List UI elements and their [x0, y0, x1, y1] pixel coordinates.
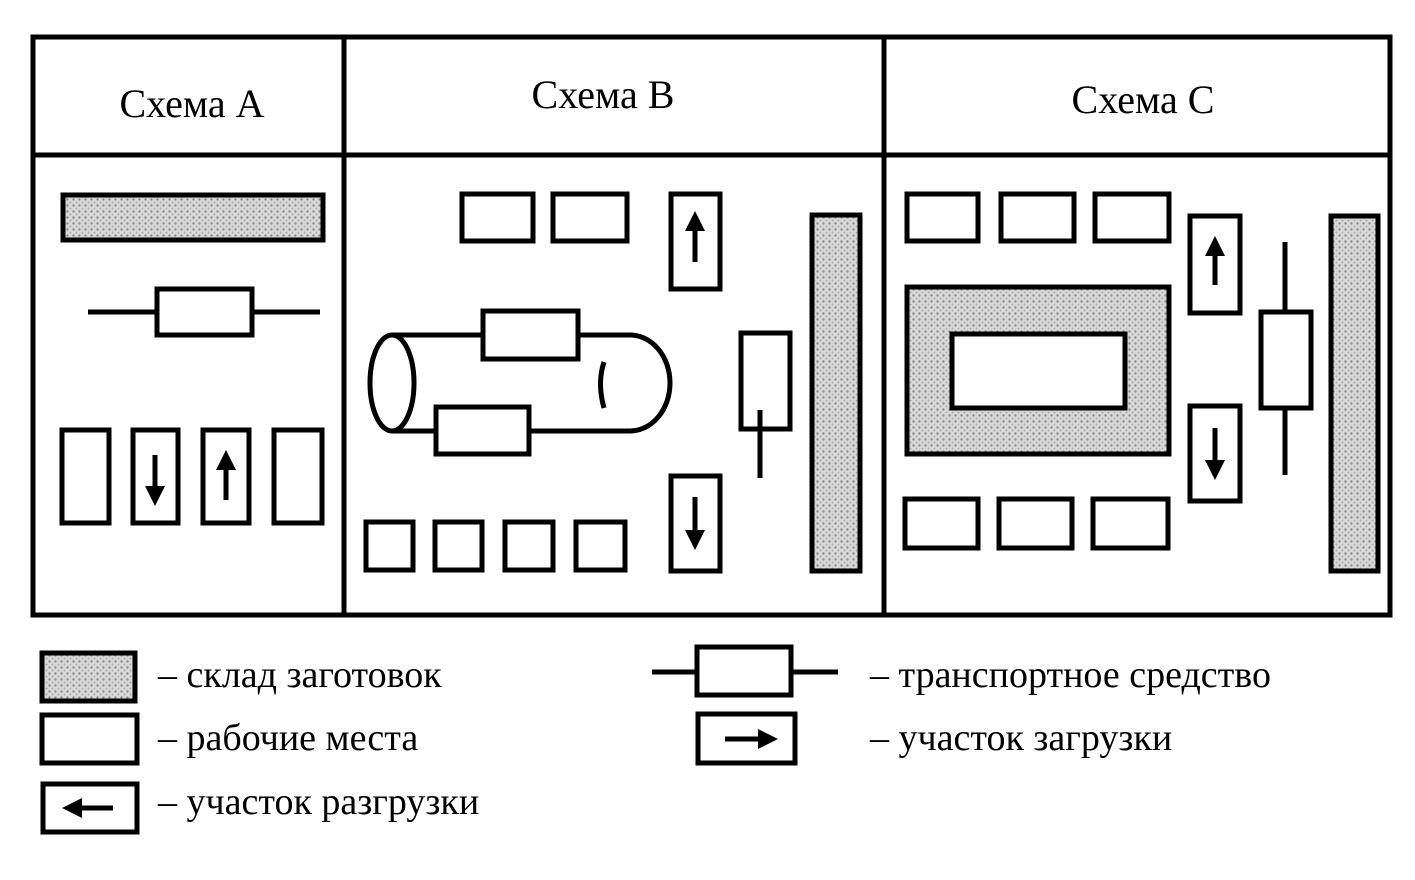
- legend-transport: – транспортное средство: [652, 644, 1271, 698]
- legend-warehouse: – склад заготовок: [39, 650, 442, 704]
- loading-c: [1187, 213, 1243, 316]
- legend-workplaces-label: – рабочие места: [157, 717, 418, 759]
- transport-a: [88, 286, 320, 338]
- loading-b: [668, 191, 723, 292]
- warehouse-a: [60, 192, 326, 243]
- scheme-c: [902, 191, 1381, 574]
- conveyor-b: [367, 332, 673, 434]
- workplace-c-4: [902, 496, 981, 551]
- legend-unloading-label: – участок разгрузки: [157, 781, 479, 823]
- workplace-b-3: [363, 519, 416, 573]
- legend-warehouse-label: – склад заготовок: [157, 654, 442, 696]
- transport-b-1: [480, 308, 581, 362]
- scheme-b-title: Схема B: [532, 72, 675, 117]
- scheme-table: [30, 34, 1393, 618]
- legend-loading: – участок загрузки: [695, 711, 1172, 766]
- loading-a: [200, 427, 252, 526]
- unloading-b: [668, 473, 723, 574]
- workplace-b-5: [502, 519, 556, 573]
- workplace-b-4: [432, 519, 485, 573]
- legend-loading-label: – участок загрузки: [869, 717, 1172, 759]
- warehouse-b: [809, 212, 863, 574]
- legend-unloading: – участок разгрузки: [40, 781, 479, 835]
- workplace-b-1: [459, 191, 536, 244]
- workplace-a-1: [59, 427, 112, 526]
- workplace-c-2: [998, 191, 1077, 244]
- transport-b-2: [433, 404, 532, 457]
- workplace-b-2: [550, 191, 630, 244]
- workplace-b-6: [573, 519, 628, 573]
- table-frame: [30, 34, 1393, 618]
- legend-transport-symbol: [694, 644, 794, 698]
- scheme-b: [363, 191, 863, 574]
- workplace-c-3: [1092, 191, 1172, 244]
- workplace-a-2: [271, 427, 325, 526]
- scheme-a: [59, 192, 326, 526]
- legend: – склад заготовок – рабочие места – учас…: [39, 644, 1271, 835]
- legend-loading-symbol: [695, 711, 798, 766]
- scheme-c-title: Схема C: [1072, 77, 1215, 122]
- unloading-a: [130, 427, 181, 526]
- unloading-c: [1187, 403, 1243, 504]
- warehouse-c-right: [1328, 213, 1381, 574]
- legend-workplace-symbol: [39, 712, 140, 766]
- transport-c: [1258, 242, 1314, 475]
- legend-warehouse-symbol: [39, 650, 138, 704]
- scheme-a-title: Схема A: [119, 81, 264, 126]
- legend-workplaces: – рабочие места: [39, 712, 418, 766]
- legend-transport-label: – транспортное средство: [869, 654, 1271, 696]
- workplace-c-5: [996, 496, 1075, 551]
- workplace-c-1: [904, 191, 981, 244]
- warehouse-c-ring: [904, 284, 1172, 457]
- transport-b-3: [738, 330, 793, 478]
- workplace-c-6: [1090, 496, 1171, 551]
